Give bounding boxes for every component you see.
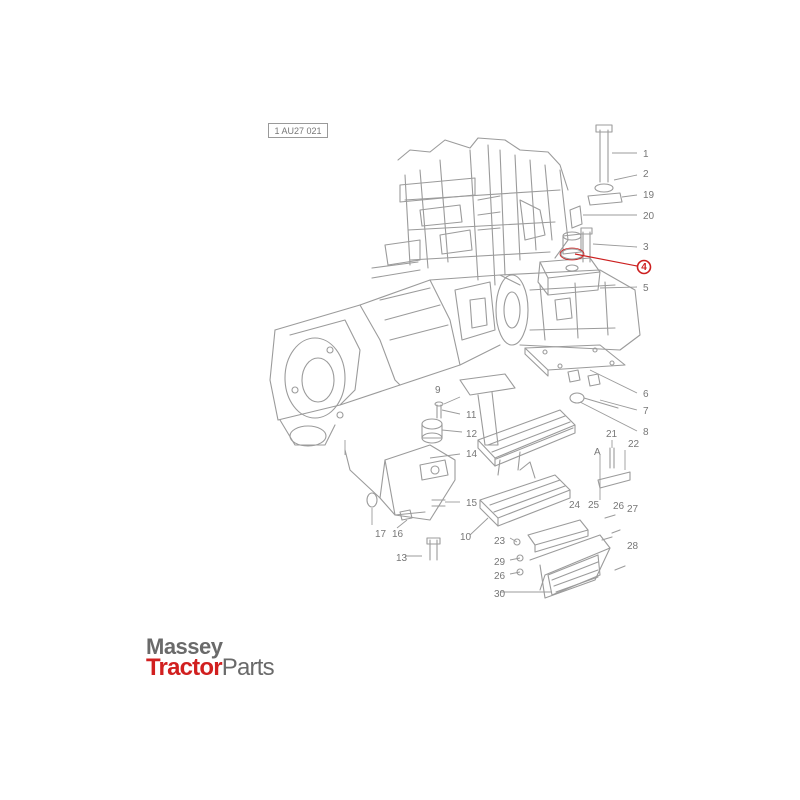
callout-label-22: 22	[628, 439, 640, 450]
callout-label-15: 15	[466, 498, 478, 509]
logo-word-parts: Parts	[221, 654, 275, 681]
callout-label-29: 29	[494, 557, 506, 568]
mounting-hardware	[560, 124, 623, 263]
callout-label-27: 27	[627, 504, 639, 515]
callout-label-10: 10	[460, 532, 472, 543]
callout-label-13: 13	[396, 553, 408, 564]
callout-label-14: 14	[466, 449, 478, 460]
callout-highlight-ring	[636, 259, 652, 275]
callout-label-6: 6	[643, 389, 649, 400]
callout-label-26: 26	[613, 501, 625, 512]
callout-label-2: 2	[643, 169, 649, 180]
callout-label-12: 12	[466, 429, 478, 440]
callout-label-16: 16	[392, 529, 404, 540]
logo-word-tractor: Tractor	[146, 654, 223, 681]
mounting-plate	[524, 344, 626, 409]
callout-label-1: 1	[643, 149, 649, 160]
callout-label-11: 11	[466, 410, 477, 421]
callout-label-9: 9	[435, 385, 441, 396]
callout-label-19: 19	[643, 190, 655, 201]
step-assembly	[459, 373, 576, 527]
callout-label-5: 5	[643, 283, 649, 294]
diagram-reference-code: 1 AU27 021	[268, 123, 328, 138]
logo-line-massey: Massey	[146, 634, 223, 659]
callout-label-28: 28	[627, 541, 639, 552]
small-fixings	[513, 447, 631, 599]
callout-label-8: 8	[643, 427, 649, 438]
callout-label-23: 23	[494, 536, 506, 547]
callout-label-4: 4	[641, 262, 647, 273]
transmission-housing	[269, 274, 521, 447]
callout-label-25: 25	[588, 500, 600, 511]
logo-line-tractorparts: TractorParts	[146, 654, 275, 681]
callout-label-30: 30	[494, 589, 506, 600]
highlight-bush-ring	[559, 247, 585, 261]
cab-frame	[371, 137, 569, 286]
callout-label-26: 26	[494, 571, 506, 582]
callout-label-A: A	[594, 447, 601, 458]
massey-tractor-parts-logo: Massey TractorParts	[146, 634, 275, 681]
callout-label-17: 17	[375, 529, 387, 540]
callout-label-24: 24	[569, 500, 581, 511]
callout-label-3: 3	[643, 242, 649, 253]
callout-label-21: 21	[606, 429, 618, 440]
rear-axle	[495, 269, 641, 351]
callout-label-7: 7	[643, 406, 649, 417]
callout-label-20: 20	[643, 211, 655, 222]
step-mounting-bracket	[344, 401, 456, 561]
highlight-leader	[574, 253, 638, 267]
